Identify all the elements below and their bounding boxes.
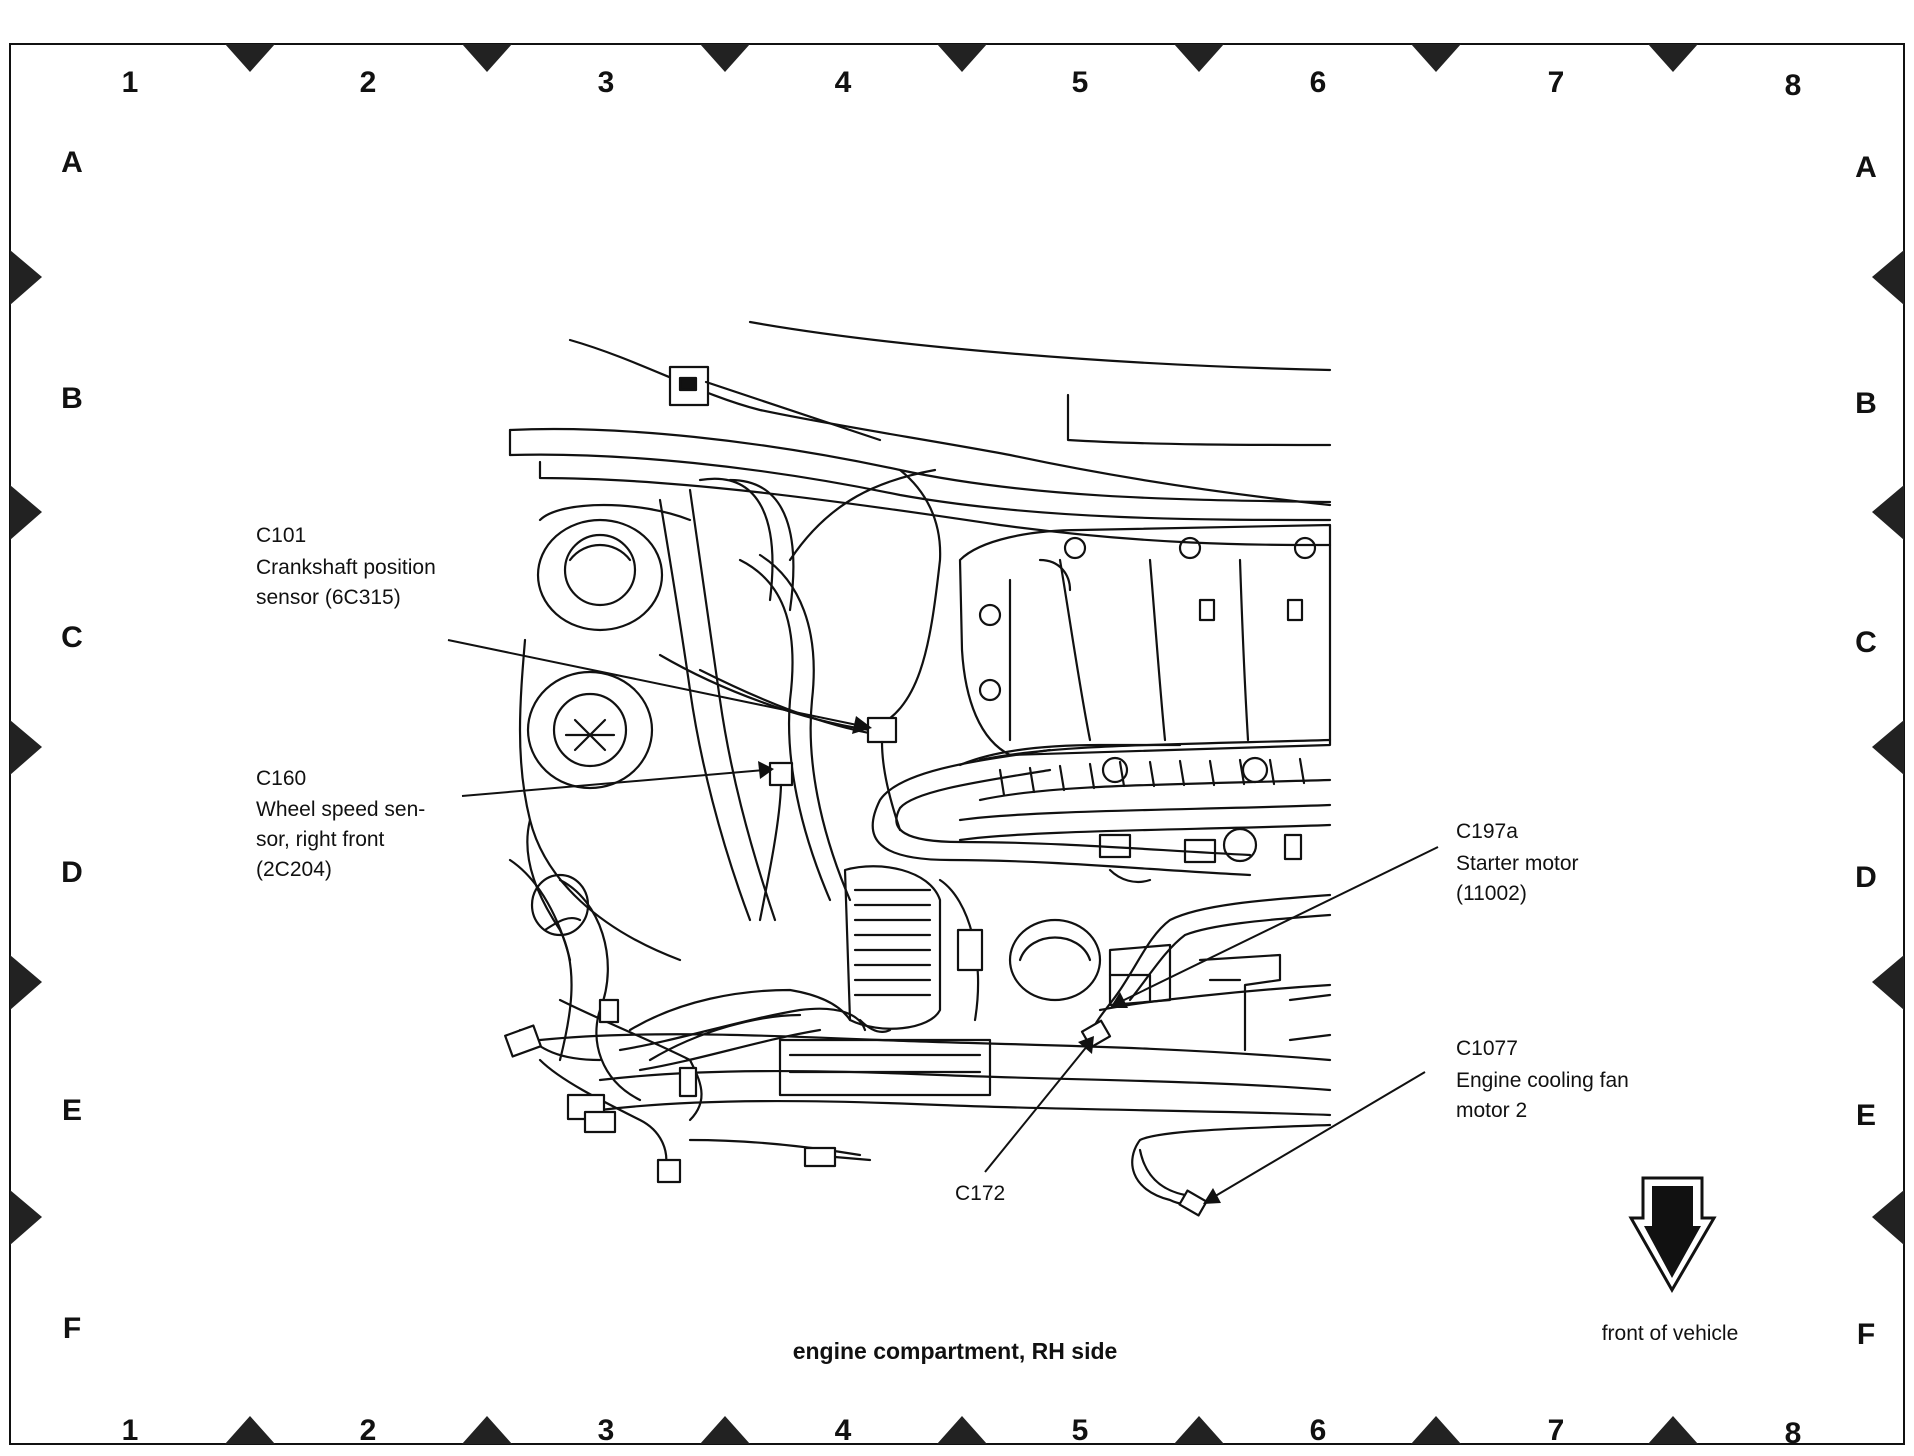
col-label: 8 <box>1785 69 1802 102</box>
c160-desc-line3: (2C204) <box>256 858 332 881</box>
c197a-leader <box>1119 846 1439 1003</box>
row-label: C <box>1855 626 1877 659</box>
c172-leader <box>984 1044 1089 1173</box>
c197a-code: C197a <box>1456 820 1518 843</box>
row-label: F <box>63 1312 81 1345</box>
row-label: C <box>61 621 83 654</box>
col-label: 7 <box>1548 1414 1565 1447</box>
col-label: 5 <box>1072 1414 1089 1447</box>
col-label: 8 <box>1785 1417 1802 1450</box>
c160-leader <box>461 769 765 797</box>
col-label: 2 <box>360 66 377 99</box>
c101-desc-line2: sensor (6C315) <box>256 586 401 609</box>
top-grid-markers <box>225 44 1698 72</box>
row-labels-right: A B C D E F <box>1855 151 1877 1351</box>
c1077-code: C1077 <box>1456 1037 1518 1060</box>
c1077-desc-line1: Engine cooling fan <box>1456 1069 1629 1092</box>
row-label: B <box>1855 387 1877 420</box>
column-labels-bottom: 1 2 3 4 5 6 7 8 <box>122 1414 1802 1450</box>
callout-c101: C101 Crankshaft position sensor (6C315) <box>256 524 436 609</box>
col-label: 3 <box>598 66 615 99</box>
col-label: 7 <box>1548 66 1565 99</box>
c197a-desc-line2: (11002) <box>1456 882 1527 905</box>
callout-c172: C172 <box>955 1182 1005 1205</box>
col-label: 5 <box>1072 66 1089 99</box>
row-labels-left: A B C D E F <box>61 146 83 1345</box>
row-label: F <box>1857 1318 1875 1351</box>
engine-compartment-illustration <box>504 320 1332 1217</box>
c172-code: C172 <box>955 1182 1005 1205</box>
row-label: D <box>61 856 83 889</box>
row-label: E <box>1856 1099 1876 1132</box>
column-labels-top: 1 2 3 4 5 6 7 8 <box>122 66 1802 102</box>
row-label: D <box>1855 861 1877 894</box>
col-label: 6 <box>1310 66 1327 99</box>
col-label: 4 <box>835 1414 852 1447</box>
right-grid-markers <box>1872 250 1904 1245</box>
left-grid-markers <box>10 250 42 1245</box>
row-label: A <box>1855 151 1877 184</box>
c160-desc-line1: Wheel speed sen- <box>256 798 425 821</box>
c101-code: C101 <box>256 524 306 547</box>
col-label: 1 <box>122 1414 139 1447</box>
c101-leader <box>447 639 863 727</box>
callout-c1077: C1077 Engine cooling fan motor 2 <box>1456 1037 1629 1122</box>
c1077-leader <box>1211 1071 1426 1199</box>
c160-arrowhead <box>758 761 774 779</box>
c101-arrowhead <box>852 716 872 734</box>
c1077-arrowhead <box>1203 1188 1221 1204</box>
sheet-border <box>9 43 1905 1445</box>
c197a-desc-line1: Starter motor <box>1456 852 1579 875</box>
col-label: 1 <box>122 66 139 99</box>
c172-arrowhead <box>1078 1036 1094 1054</box>
front-of-vehicle-label: front of vehicle <box>1602 1322 1739 1345</box>
row-label: E <box>62 1094 82 1127</box>
c101-desc-line1: Crankshaft position <box>256 556 436 579</box>
row-label: A <box>61 146 83 179</box>
col-label: 2 <box>360 1414 377 1447</box>
diagram-caption: engine compartment, RH side <box>793 1338 1118 1364</box>
front-of-vehicle-arrow-icon <box>1628 1176 1717 1294</box>
col-label: 3 <box>598 1414 615 1447</box>
col-label: 6 <box>1310 1414 1327 1447</box>
c197a-arrowhead <box>1110 992 1128 1008</box>
callout-c160: C160 Wheel speed sen- sor, right front (… <box>256 767 425 881</box>
leader-lines <box>447 639 1439 1204</box>
row-label: B <box>61 382 83 415</box>
c1077-desc-line2: motor 2 <box>1456 1099 1527 1122</box>
bottom-grid-markers <box>225 1416 1698 1444</box>
c160-code: C160 <box>256 767 306 790</box>
col-label: 4 <box>835 66 852 99</box>
c160-desc-line2: sor, right front <box>256 828 385 851</box>
callout-c197a: C197a Starter motor (11002) <box>1456 820 1579 905</box>
